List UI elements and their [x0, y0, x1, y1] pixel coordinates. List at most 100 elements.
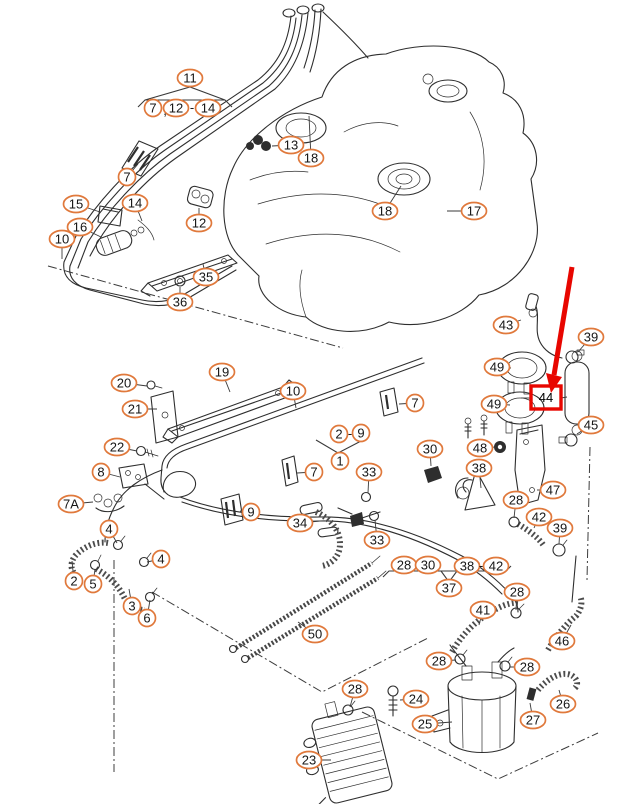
callout-30[interactable]: 30: [414, 555, 442, 575]
clips-7a: [95, 505, 125, 513]
callout-16[interactable]: 16: [66, 217, 94, 237]
callout-9[interactable]: 9: [351, 423, 371, 443]
callout-6[interactable]: 6: [137, 608, 157, 628]
callout-43[interactable]: 43: [492, 315, 520, 335]
callout-28[interactable]: 28: [502, 490, 530, 510]
clamp-28d: [499, 660, 511, 672]
svg-text:5: 5: [89, 576, 96, 591]
clip-9-block: [220, 493, 244, 526]
callout-5[interactable]: 5: [83, 574, 103, 594]
callout-35[interactable]: 35: [192, 267, 220, 287]
callout-24[interactable]: 24: [402, 689, 430, 709]
callout-28[interactable]: 28: [390, 555, 418, 575]
fuel-tank: [223, 45, 538, 332]
callout-18[interactable]: 18: [297, 148, 325, 168]
callout-2[interactable]: 2: [64, 571, 84, 591]
callout-12[interactable]: 12: [162, 98, 190, 118]
callout-7[interactable]: 7: [117, 167, 137, 187]
callout-7[interactable]: 7: [405, 393, 425, 413]
callout-23[interactable]: 23: [295, 750, 323, 770]
callout-28[interactable]: 28: [503, 582, 531, 602]
callout-49[interactable]: 49: [483, 357, 511, 377]
callout-7[interactable]: 7: [304, 462, 324, 482]
callout-39[interactable]: 39: [577, 327, 605, 347]
callout-4[interactable]: 4: [99, 519, 119, 539]
callout-14[interactable]: 14: [194, 98, 222, 118]
clamp-39b: [552, 543, 566, 557]
hose-2: [68, 539, 109, 580]
callout-42[interactable]: 42: [482, 556, 510, 576]
callout-7A[interactable]: 7A: [57, 494, 85, 514]
bolt-20: [146, 380, 156, 390]
callout-38[interactable]: 38: [465, 458, 493, 478]
red-arrow-shaft: [551, 266, 575, 376]
callout-46[interactable]: 46: [548, 631, 576, 651]
callout-26[interactable]: 26: [549, 694, 577, 714]
callout-34[interactable]: 34: [286, 513, 314, 533]
tee-fitting: [350, 512, 364, 527]
callout-10[interactable]: 10: [48, 229, 76, 249]
group-bracket: [144, 86, 226, 101]
hose-34: [314, 509, 344, 569]
svg-text:28: 28: [432, 653, 446, 668]
callout-8[interactable]: 8: [91, 462, 111, 482]
callout-12[interactable]: 12: [185, 213, 213, 233]
callout-1[interactable]: 1: [330, 451, 350, 471]
callout-18[interactable]: 18: [371, 201, 399, 221]
svg-text:19: 19: [215, 364, 229, 379]
callout-14[interactable]: 14: [121, 193, 149, 213]
callout-3[interactable]: 3: [122, 596, 142, 616]
svg-text:18: 18: [304, 150, 318, 165]
svg-text:28: 28: [397, 557, 411, 572]
callout-13[interactable]: 13: [277, 135, 305, 155]
callout-39[interactable]: 39: [546, 518, 574, 538]
section-line: [47, 265, 344, 349]
svg-text:42: 42: [489, 558, 503, 573]
callout-2[interactable]: 2: [329, 424, 349, 444]
callout-9[interactable]: 9: [241, 502, 261, 522]
highlight-layer: 44: [521, 266, 575, 411]
callout-25[interactable]: 25: [411, 714, 439, 734]
svg-text:34: 34: [293, 515, 307, 530]
callout-17[interactable]: 17: [460, 201, 488, 221]
callout-45[interactable]: 45: [577, 415, 605, 435]
callout-10[interactable]: 10: [279, 381, 307, 401]
callout-28[interactable]: 28: [341, 679, 369, 699]
callout-50[interactable]: 50: [301, 624, 329, 644]
pipe-cap: [311, 3, 325, 13]
glyphs-layer: ,---: [163, 100, 483, 573]
callout-11[interactable]: 11: [176, 68, 204, 88]
callout-22[interactable]: 22: [103, 437, 131, 457]
callout-47[interactable]: 47: [539, 480, 567, 500]
callout-21[interactable]: 21: [121, 399, 149, 419]
callout-4[interactable]: 4: [151, 549, 171, 569]
callout-33[interactable]: 33: [363, 530, 391, 550]
svg-text:21: 21: [128, 401, 142, 416]
pipe-cap: [282, 8, 296, 18]
callout-28[interactable]: 28: [513, 657, 541, 677]
svg-text:13: 13: [284, 137, 298, 152]
callout-28[interactable]: 28: [425, 651, 453, 671]
callout-30[interactable]: 30: [416, 439, 444, 459]
callout-48[interactable]: 48: [466, 438, 494, 458]
callout-41[interactable]: 41: [469, 600, 497, 620]
callout-27[interactable]: 27: [519, 710, 547, 730]
hose-26: [535, 670, 581, 692]
callout-33[interactable]: 33: [355, 462, 383, 482]
callout-15[interactable]: 15: [62, 194, 90, 214]
svg-text:49: 49: [490, 359, 504, 374]
callout-20[interactable]: 20: [110, 373, 138, 393]
callout-38[interactable]: 38: [453, 556, 481, 576]
separator-glyph: ,: [163, 103, 167, 118]
callout-19[interactable]: 19: [208, 362, 236, 382]
callout-42[interactable]: 42: [525, 507, 553, 527]
callout-37[interactable]: 37: [435, 578, 463, 598]
callout-7[interactable]: 7: [143, 98, 163, 118]
callout-36[interactable]: 36: [166, 292, 194, 312]
clip-7-left: [281, 455, 299, 487]
pump-16: [95, 230, 133, 256]
svg-text:26: 26: [556, 696, 570, 711]
hose-42: [516, 521, 547, 548]
callout-49[interactable]: 49: [480, 394, 508, 414]
